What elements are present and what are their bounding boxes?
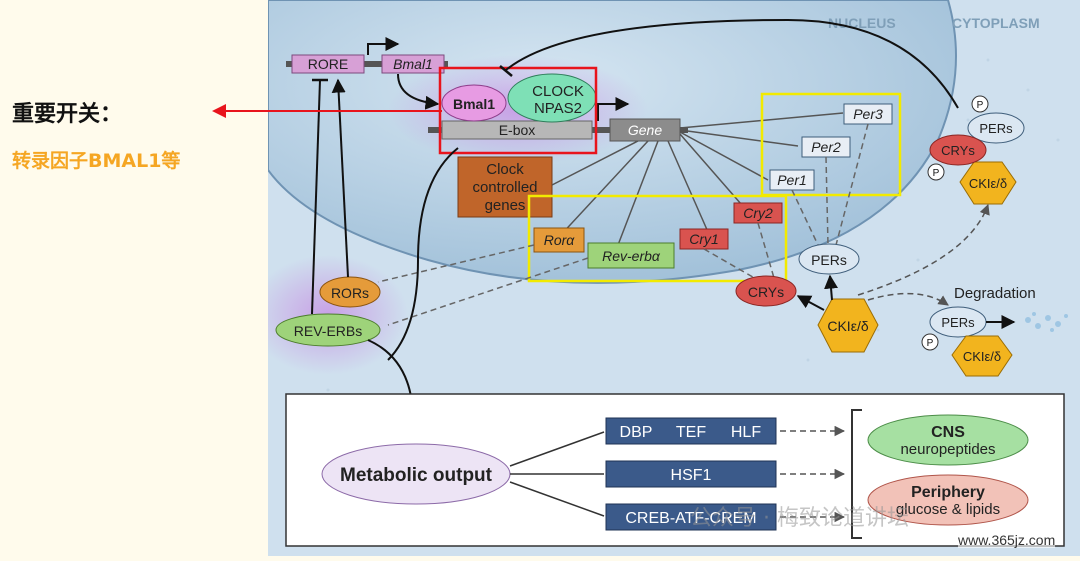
cytoplasm-crys-label: CRYs bbox=[941, 143, 975, 158]
cytoplasm-pers-label: PERs bbox=[979, 121, 1013, 136]
npas2-label: NPAS2 bbox=[534, 100, 582, 117]
bmal1-protein bbox=[441, 84, 507, 122]
target-genes-highlight bbox=[527, 194, 788, 283]
ebox-label: E-box bbox=[499, 122, 536, 138]
diagram-canvas: NUCLEUS CYTOPLASM RORE Bmal1 E-box Gene … bbox=[248, 0, 1080, 556]
rev-erbs-protein bbox=[275, 313, 381, 347]
per-genes-highlight bbox=[760, 92, 902, 197]
per1-label: Per1 bbox=[777, 172, 807, 188]
bmal1-gene-box bbox=[381, 54, 445, 74]
left-annotation-panel: 重要开关： 转录因子BMAL1等 bbox=[0, 0, 268, 556]
gene-label: Gene bbox=[628, 122, 662, 138]
cytoplasm-cki-hexagon bbox=[959, 161, 1017, 205]
cki-to-degradation-arrow bbox=[867, 292, 949, 306]
cry2-label: Cry2 bbox=[743, 205, 773, 221]
cytoplasm-texture bbox=[326, 58, 1060, 422]
pers-protein bbox=[798, 243, 860, 275]
key-switch-title: 重要开关： bbox=[12, 102, 123, 127]
hsf1-label: HSF1 bbox=[671, 467, 712, 484]
feedback-inhibition-bar bbox=[499, 65, 513, 77]
bmal1-promoter-arrow bbox=[367, 37, 400, 55]
phospho-label-2: P bbox=[933, 168, 940, 179]
cki-to-cytoplasm-arrow bbox=[857, 204, 990, 296]
cns-node bbox=[867, 414, 1029, 466]
degradation-cki-hexagon bbox=[951, 335, 1013, 377]
cry1-label: Cry1 bbox=[689, 231, 719, 247]
rev-erbs-label: REV-ERBs bbox=[294, 323, 362, 339]
translation-lines bbox=[377, 123, 869, 326]
circadian-clock-diagram: NUCLEUS CYTOPLASM RORE Bmal1 E-box Gene … bbox=[248, 0, 1080, 556]
hsf1-box bbox=[605, 460, 777, 488]
ebox-box bbox=[441, 120, 593, 140]
pointer-arrow bbox=[212, 104, 442, 118]
reverba-box bbox=[587, 242, 675, 269]
cki-to-crys-arrow bbox=[796, 295, 825, 311]
bmal1-gene-label: Bmal1 bbox=[393, 56, 433, 72]
tef-label: TEF bbox=[676, 424, 706, 441]
periphery-subtitle: glucose & lipids bbox=[896, 501, 1000, 518]
pers-label: PERs bbox=[811, 252, 847, 268]
phospho-circle-2 bbox=[927, 163, 945, 181]
clock-label: CLOCK bbox=[532, 83, 584, 100]
phospho-label-3: P bbox=[927, 338, 934, 349]
cns-subtitle: neuropeptides bbox=[900, 441, 995, 458]
dbp-tef-hlf-box bbox=[605, 417, 777, 445]
cns-title: CNS bbox=[931, 424, 965, 441]
target-bracket bbox=[851, 409, 862, 539]
dbp-label: DBP bbox=[620, 424, 653, 441]
crys-protein bbox=[735, 275, 797, 307]
ccg-box bbox=[457, 156, 553, 218]
ccg-label-2: controlled bbox=[472, 179, 537, 196]
per2-label: Per2 bbox=[811, 139, 841, 155]
rore-box bbox=[291, 54, 365, 74]
phospho-label-1: P bbox=[977, 100, 984, 111]
creb-box bbox=[605, 503, 777, 531]
rora-label: Rorα bbox=[544, 232, 576, 248]
per3-label: Per3 bbox=[853, 106, 883, 122]
ccg-label-3: genes bbox=[485, 197, 526, 214]
degradation-cki-label: CKIε/δ bbox=[963, 349, 1001, 364]
nucleus-label: NUCLEUS bbox=[828, 15, 896, 31]
reverba-label: Rev-erbα bbox=[602, 248, 661, 264]
ccg-label-1: Clock bbox=[486, 161, 524, 178]
rev-erbs-to-rore-line bbox=[311, 79, 321, 315]
bmal1-to-protein-arrow bbox=[397, 73, 440, 110]
output-branch-lines bbox=[509, 431, 605, 517]
phospho-circle-1 bbox=[971, 95, 989, 113]
rors-label: RORs bbox=[331, 285, 369, 301]
gene-target-lines bbox=[551, 112, 844, 246]
rora-box bbox=[533, 227, 585, 253]
cytoplasm-cki-label: CKIε/δ bbox=[969, 176, 1007, 191]
output-dashed-arrows bbox=[780, 425, 846, 523]
rors-to-rore-arrow bbox=[331, 78, 349, 278]
rore-label: RORE bbox=[308, 56, 348, 72]
degradation-pers-label: PERs bbox=[941, 315, 975, 330]
watermark-text: 公众号 · 梅致论道讲坛 bbox=[690, 506, 909, 531]
degraded-fragments bbox=[1025, 312, 1068, 332]
transcription-factor-label: 转录因子BMAL1等 bbox=[12, 150, 181, 172]
cki-hexagon bbox=[817, 298, 879, 353]
cki-to-pers-arrow bbox=[824, 274, 839, 301]
bmal1-protein-label: Bmal1 bbox=[453, 96, 495, 112]
cytoplasm-crys bbox=[929, 134, 987, 166]
cytoplasm-pers bbox=[967, 112, 1025, 144]
creb-label: CREB-ATF-CREM bbox=[625, 510, 756, 527]
gene-promoter-arrow bbox=[597, 97, 630, 121]
metabolic-output-label: Metabolic output bbox=[340, 465, 493, 486]
cki-label: CKIε/δ bbox=[827, 318, 868, 334]
degradation-label: Degradation bbox=[954, 285, 1036, 302]
phospho-circle-3 bbox=[921, 333, 939, 351]
cytoplasm-label: CYTOPLASM bbox=[952, 15, 1040, 31]
periphery-title: Periphery bbox=[911, 484, 985, 501]
rors-protein bbox=[319, 276, 381, 308]
crys-label: CRYs bbox=[748, 284, 784, 300]
complex-to-output-line bbox=[387, 147, 459, 361]
watermark-site: www.365jz.com bbox=[958, 532, 1056, 548]
negative-feedback-arc bbox=[505, 18, 959, 109]
periphery-node bbox=[867, 474, 1029, 526]
hlf-label: HLF bbox=[731, 424, 761, 441]
